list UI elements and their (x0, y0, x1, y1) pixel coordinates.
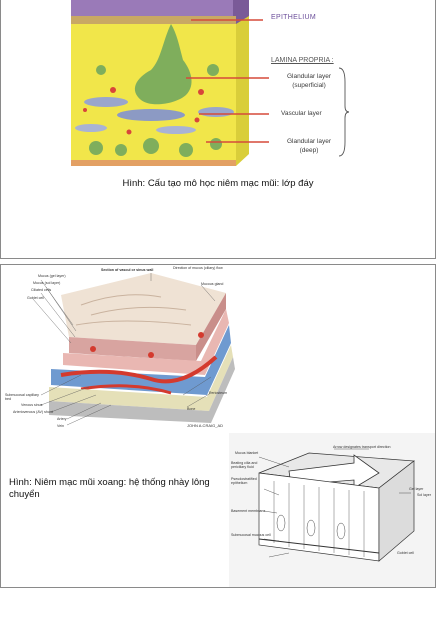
label-periosteum: Periosteum (209, 391, 228, 395)
label-venous-sinus: Venous sinus (21, 403, 43, 407)
caption-figure-1: Hình: Cấu tạo mô học niêm mạc mũi: lớp đ… (122, 178, 314, 189)
label-epithelium: EPITHELIUM (271, 14, 317, 21)
label-gel-layer: Gel layer (409, 487, 424, 491)
caption-figure-2: Hình: Niêm mạc mũi xoang: hệ thống nhày … (9, 477, 210, 500)
label-glandular-deep-line2: (deep) (299, 147, 319, 154)
label-glandular-superficial: Glandular layer (superficial) (276, 72, 342, 90)
label-glandular-superficial-line2: (superficial) (292, 82, 326, 89)
label-beating-cilia: Beating cilia and periciliary fluid (231, 461, 258, 470)
label-lamina-propria: LAMINA PROPRIA : (271, 57, 334, 64)
label-mucus-sol: Mucus (sol layer) (33, 281, 61, 285)
label-arrow-direction: Arrow designates transport direction (333, 445, 391, 449)
label-basement-membrane: Basement membrane (231, 509, 266, 513)
label-mucous-gland: Mucous gland (201, 282, 224, 286)
label-artery: Artery (57, 417, 67, 421)
label-av-shunt: Arteriovenous (AV) shunt (13, 410, 53, 414)
label-ciliated-cells: Ciliated cells (31, 288, 52, 292)
label-glandular-superficial-line1: Glandular layer (286, 73, 332, 80)
label-submucosal-gland: Submucosal mucous cell (231, 533, 271, 537)
label-mucus-gel: Mucus (gel layer) (38, 274, 66, 278)
label-goblet-cell: Goblet cell (27, 296, 44, 300)
label-section-vascul: Section of vascul or sinus wall (101, 268, 154, 272)
label-pseudostratified: Pseudostratified epithelium (231, 477, 257, 486)
nasal-mucosa-histology-illustration (71, 0, 350, 166)
label-glandular-deep: Glandular layer (deep) (276, 137, 342, 155)
sinus-mucosa-block-illustration (32, 273, 235, 426)
label-sol-layer: Sol layer (417, 493, 431, 497)
label-subm-capillary: Submucosal capillary bed (5, 393, 39, 402)
label-direction-flow: Direction of mucus (ciliary) flow (173, 266, 223, 270)
artist-signature: JOHN A.CRAIG_AD (187, 423, 224, 428)
label-mucus-blanket: Mucus blanket (235, 451, 259, 455)
figure-panel-mucociliary: Section of vascul or sinus wall Directio… (0, 264, 436, 588)
label-vein: Vein (57, 424, 64, 428)
label-goblet-cell-3: Goblet cell (397, 551, 414, 555)
label-bone: Bone (187, 407, 196, 411)
cilia-transport-illustration: Mucus blanket Arrow designates transport… (229, 433, 435, 587)
cilia-block-drawing (258, 448, 415, 562)
label-vascular-layer: Vascular layer (281, 110, 322, 117)
label-glandular-deep-line1: Glandular layer (286, 138, 332, 145)
figure-panel-histology: EPITHELIUM LAMINA PROPRIA : Glandular la… (0, 0, 436, 259)
